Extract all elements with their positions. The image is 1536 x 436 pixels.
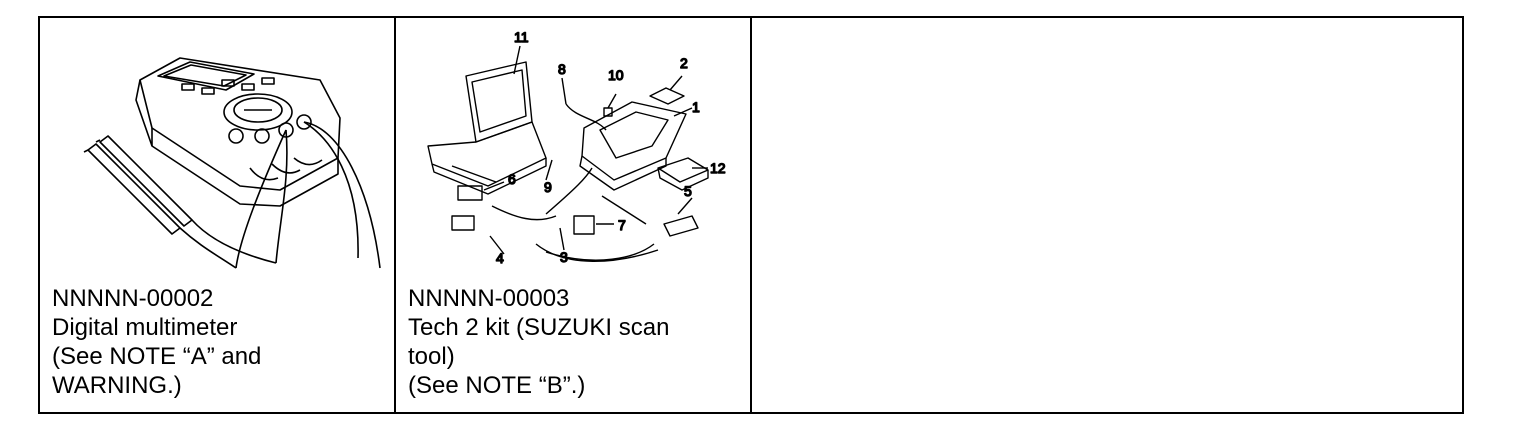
special-tools-table: NNNNN-00002 Digital multimeter (See NOTE…: [38, 16, 1464, 414]
callout-label: 6: [508, 171, 516, 187]
tool-cell-tech2-kit: 11 8 10 2 1 12 6 9 5 7 4 3 NNNNN-00003 T…: [396, 18, 752, 412]
callout-label: 10: [608, 67, 624, 83]
callout-label: 5: [684, 183, 692, 199]
tool-cell-empty: [752, 18, 1462, 412]
tool-note: WARNING.): [52, 372, 182, 399]
tech2-kit-illustration: 11 8 10 2 1 12 6 9 5 7 4 3: [427, 28, 726, 267]
callout-label: 3: [560, 249, 568, 265]
tool-code: NNNNN-00002: [52, 285, 214, 312]
tool-name: tool): [408, 343, 455, 370]
callout-label: 7: [618, 217, 626, 233]
tool-code: NNNNN-00003: [408, 285, 570, 312]
digital-multimeter-illustration: [83, 57, 381, 269]
callout-label: 2: [680, 55, 688, 71]
callout-label: 9: [544, 179, 552, 195]
callout-label: 8: [558, 61, 566, 77]
tool-name: Digital multimeter: [52, 314, 238, 341]
tool-name: Tech 2 kit (SUZUKI scan: [408, 314, 670, 341]
callout-label: 4: [496, 250, 504, 266]
tool-cell-multimeter: NNNNN-00002 Digital multimeter (See NOTE…: [40, 18, 396, 412]
callout-label: 11: [514, 29, 529, 45]
tool-caption: NNNNN-00002 Digital multimeter (See NOTE…: [52, 284, 382, 400]
tool-note: (See NOTE “B”.): [408, 372, 586, 399]
tool-caption: NNNNN-00003 Tech 2 kit (SUZUKI scan tool…: [408, 284, 738, 400]
callout-label: 1: [692, 99, 700, 115]
callout-label: 12: [710, 160, 726, 176]
tool-note: (See NOTE “A” and: [52, 343, 262, 370]
